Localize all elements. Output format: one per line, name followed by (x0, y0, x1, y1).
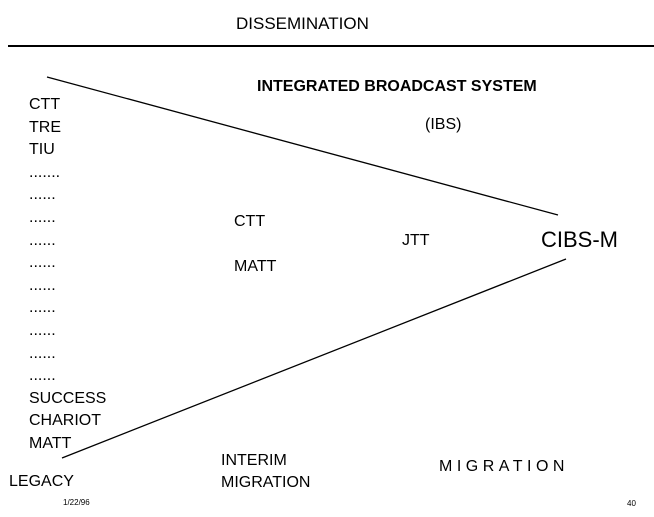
interim-system-ctt: CTT (234, 213, 266, 230)
cibs-m-label: CIBS-M (541, 227, 618, 252)
page-number: 40 (627, 499, 636, 508)
legacy-system-item: ...... (29, 344, 56, 362)
legacy-system-item: MATT (29, 434, 72, 452)
legacy-system-item: ...... (29, 299, 56, 317)
jtt-label: JTT (402, 232, 430, 249)
legacy-system-item: ...... (29, 231, 56, 249)
legacy-system-item: SUCCESS (29, 389, 107, 407)
phase-legacy: LEGACY (9, 473, 74, 490)
ibs-abbreviation: (IBS) (425, 116, 462, 133)
legacy-system-item: TRE (29, 118, 61, 136)
lower-convergence-line (61, 258, 567, 459)
phase-interim-migration: INTERIM MIGRATION (221, 452, 311, 491)
legacy-system-item: ....... (29, 163, 61, 181)
phase-migration: MIGRATION (439, 458, 569, 475)
interim-system-matt: MATT (234, 258, 277, 275)
legacy-system-item: ...... (29, 186, 56, 204)
footer-date: 1/22/96 (63, 498, 90, 507)
legacy-system-item: ...... (29, 254, 56, 272)
legacy-system-item: CHARIOT (29, 412, 101, 430)
legacy-system-item: ...... (29, 367, 56, 385)
ibs-title: INTEGRATED BROADCAST SYSTEM (257, 78, 537, 95)
legacy-system-item: ...... (29, 321, 56, 339)
legacy-system-item: TIU (29, 141, 55, 159)
legacy-system-item: ...... (29, 208, 56, 226)
legacy-systems-list: CTT TRE TIU ....... ...... ...... ......… (29, 94, 106, 456)
title-divider (8, 45, 654, 47)
legacy-system-item: ...... (29, 276, 56, 294)
legacy-system-item: CTT (29, 96, 61, 113)
upper-convergence-line (46, 76, 559, 216)
page-title: DISSEMINATION (236, 14, 369, 33)
